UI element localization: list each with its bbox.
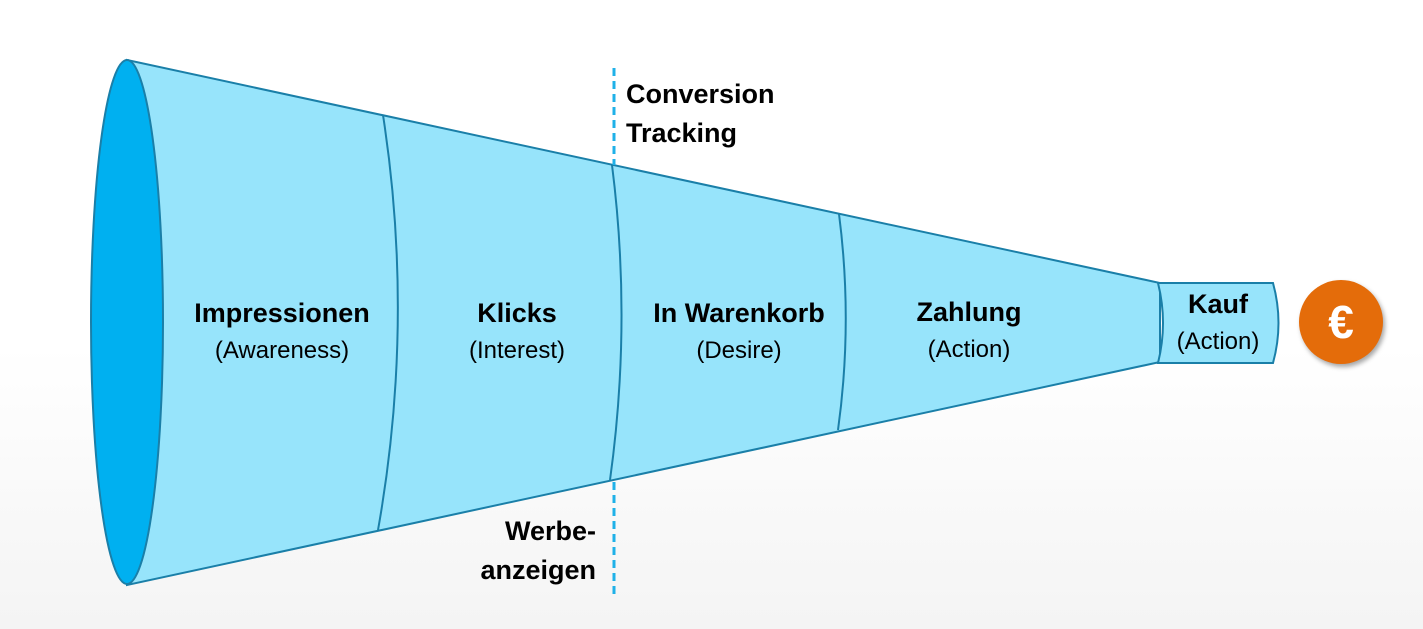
stage-impressionen: Impressionen (Awareness) <box>194 294 370 370</box>
stage-title: Zahlung <box>916 297 1022 327</box>
stage-zahlung: Zahlung (Action) <box>917 293 1022 369</box>
euro-glyph: € <box>1328 296 1354 348</box>
stage-title: Klicks <box>477 298 557 328</box>
stage-in-warenkorb: In Warenkorb (Desire) <box>653 294 825 370</box>
stage-title: Impressionen <box>194 298 370 328</box>
stage-title: Kauf <box>1188 289 1248 319</box>
werbeanzeigen-label: Werbe- anzeigen <box>480 512 596 590</box>
stage-subtitle: (Awareness) <box>214 337 350 364</box>
stage-subtitle: (Action) <box>1176 328 1260 355</box>
divider-1 <box>377 114 399 531</box>
divider-2 <box>609 164 623 481</box>
werbeanzeigen-line2: anzeigen <box>480 555 596 585</box>
stage-klicks: Klicks (Interest) <box>469 294 565 370</box>
stage-subtitle: (Action) <box>927 336 1011 363</box>
stage-subtitle: (Interest) <box>468 337 566 364</box>
funnel-mouth <box>90 59 164 585</box>
divider-3 <box>837 213 847 431</box>
euro-icon: € <box>1299 280 1383 364</box>
stage-kauf: Kauf (Action) <box>1177 285 1260 361</box>
werbeanzeigen-line1: Werbe- <box>504 516 596 546</box>
stage-subtitle: (Desire) <box>696 337 782 364</box>
conversion-tracking-line1: Conversion <box>626 79 775 109</box>
conversion-tracking-label: Conversion Tracking <box>626 75 775 153</box>
kauf-cylinder <box>1156 282 1280 364</box>
conversion-tracking-line2: Tracking <box>626 118 738 148</box>
stage-title: In Warenkorb <box>653 298 825 328</box>
